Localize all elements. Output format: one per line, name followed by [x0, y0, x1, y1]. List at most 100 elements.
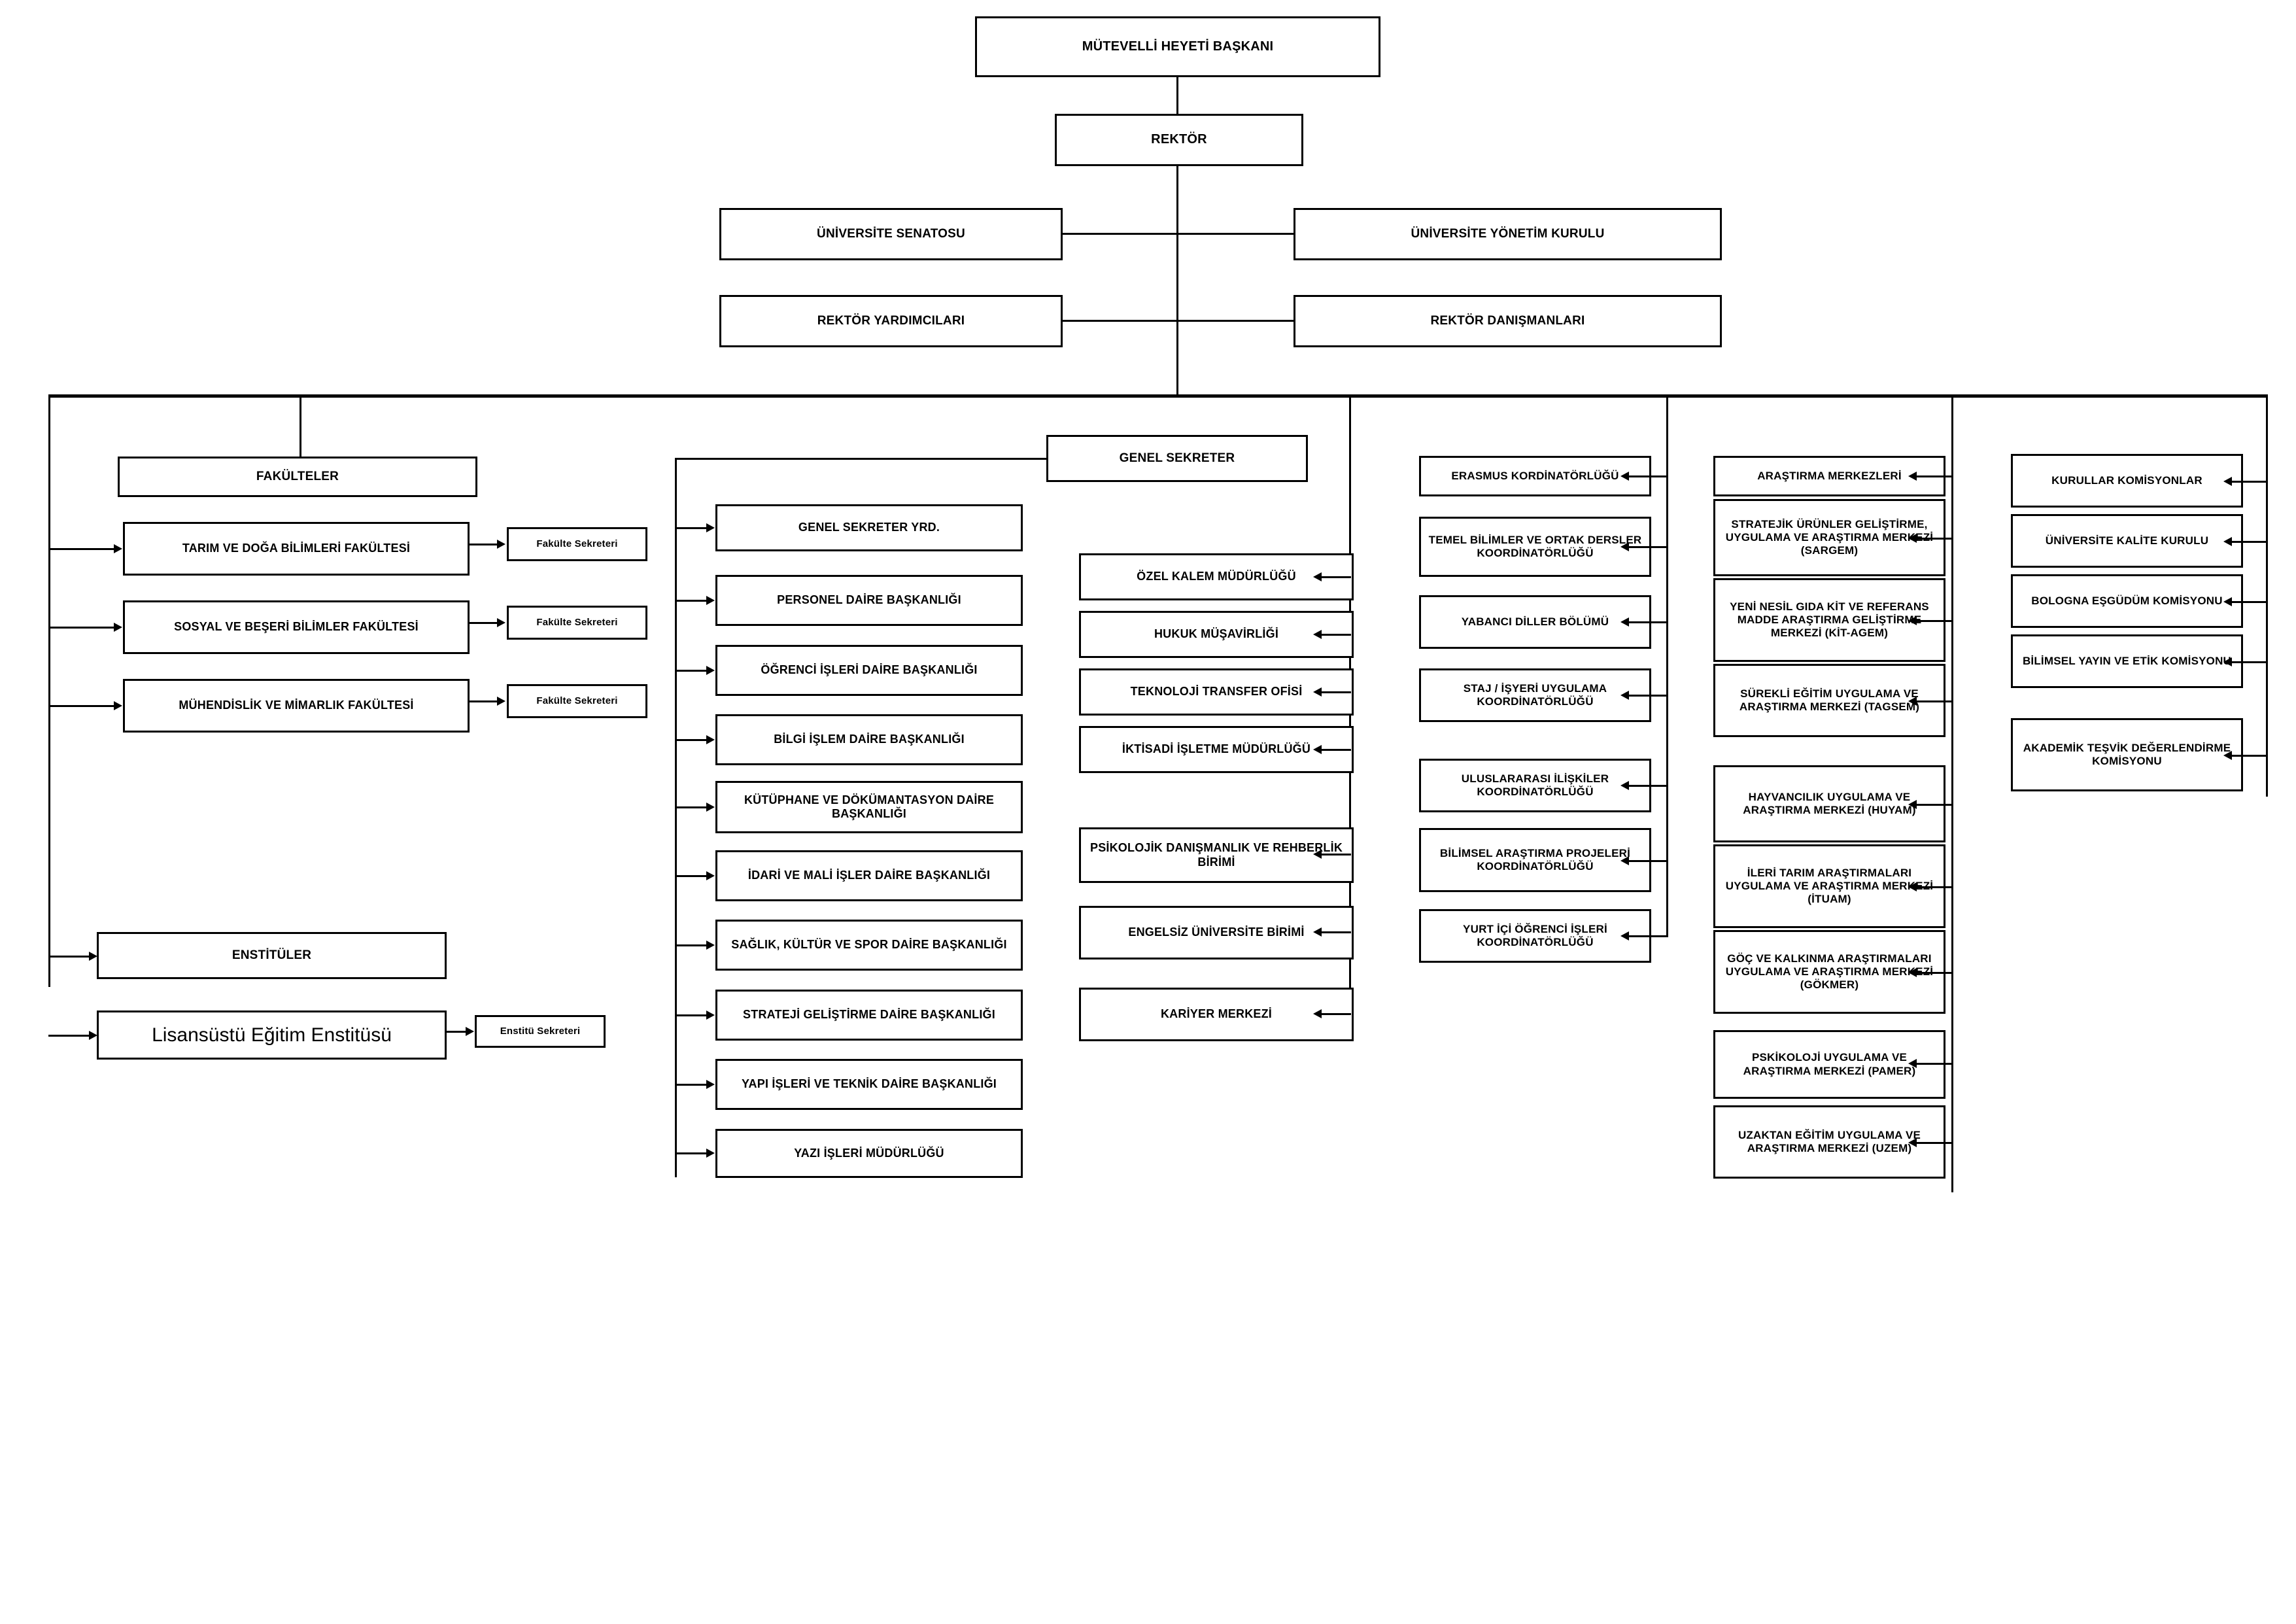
- node-coordination-6[interactable]: YURT İÇİ ÖĞRENCİ İŞLERİ KOORDİNATÖRLÜĞÜ: [1419, 909, 1651, 963]
- node-rector-unit-6[interactable]: KARİYER MERKEZİ: [1079, 988, 1354, 1041]
- node-rector-unit-1[interactable]: HUKUK MÜŞAVİRLİĞİ: [1079, 611, 1354, 658]
- node-label: STRATEJİ GELİŞTİRME DAİRE BAŞKANLIĞI: [743, 1008, 995, 1022]
- arrow-icon: [497, 540, 505, 549]
- node-gensec-item-3[interactable]: BİLGİ İŞLEM DAİRE BAŞKANLIĞI: [715, 714, 1023, 765]
- arrow-icon: [706, 1080, 715, 1089]
- node-faculty-2[interactable]: MÜHENDİSLİK VE MİMARLIK FAKÜLTESİ: [123, 679, 470, 733]
- arrow-icon: [706, 941, 715, 950]
- node-gensec-item-9[interactable]: YAZI İŞLERİ MÜDÜRLÜĞÜ: [715, 1129, 1023, 1178]
- node-research-1[interactable]: YENİ NESİL GIDA KİT VE REFERANS MADDE AR…: [1713, 578, 1945, 662]
- arrow-icon: [1908, 800, 1917, 809]
- node-institutes-header[interactable]: ENSTİTÜLER: [97, 932, 447, 979]
- node-rector[interactable]: REKTÖR: [1055, 114, 1303, 166]
- arrow-icon: [1908, 534, 1917, 543]
- arrow-icon: [706, 871, 715, 880]
- node-rector-unit-5[interactable]: ENGELSİZ ÜNİVERSİTE BİRİMİ: [1079, 906, 1354, 959]
- node-label: Fakülte Sekreteri: [536, 617, 618, 629]
- node-label: ÜNİVERSİTE KALİTE KURULU: [2045, 534, 2209, 547]
- connector-rector-unit-1: [1320, 634, 1351, 636]
- node-label: Enstitü Sekreteri: [500, 1026, 581, 1037]
- connector-gensec-0: [675, 527, 708, 529]
- node-label: MÜTEVELLİ HEYETİ BAŞKANI: [1082, 39, 1274, 54]
- node-coordination-1[interactable]: TEMEL BİLİMLER VE ORTAK DERSLER KOORDİNA…: [1419, 517, 1651, 577]
- node-gensec-item-5[interactable]: İDARİ VE MALİ İŞLER DAİRE BAŞKANLIĞI: [715, 850, 1023, 901]
- node-label: KARİYER MERKEZİ: [1160, 1007, 1272, 1021]
- connector-rector-unit-3: [1320, 749, 1351, 751]
- node-gensec-item-1[interactable]: PERSONEL DAİRE BAŞKANLIĞI: [715, 575, 1023, 626]
- node-gensec-item-7[interactable]: STRATEJİ GELİŞTİRME DAİRE BAŞKANLIĞI: [715, 990, 1023, 1041]
- arrow-icon: [114, 701, 122, 710]
- connector-research-6: [1916, 1063, 1953, 1065]
- node-faculties-header[interactable]: FAKÜLTELER: [118, 457, 477, 497]
- node-gensec-item-6[interactable]: SAĞLIK, KÜLTÜR VE SPOR DAİRE BAŞKANLIĞI: [715, 920, 1023, 971]
- node-senate[interactable]: ÜNİVERSİTE SENATOSU: [719, 208, 1063, 260]
- arrow-icon: [1620, 931, 1629, 941]
- research-right-rail: [1951, 394, 1953, 1192]
- node-vice-rectors[interactable]: REKTÖR YARDIMCILARI: [719, 295, 1063, 347]
- connector-board-1: [2231, 601, 2268, 603]
- connector-gensec-2: [675, 670, 708, 672]
- node-faculty-0[interactable]: TARIM VE DOĞA BİLİMLERİ FAKÜLTESİ: [123, 522, 470, 576]
- node-institute-0-secretary[interactable]: Enstitü Sekreteri: [475, 1015, 606, 1048]
- node-research-6[interactable]: PSKİKOLOJİ UYGULAMA VE ARAŞTIRMA MERKEZİ…: [1713, 1030, 1945, 1099]
- connector-research-header: [1916, 475, 1953, 477]
- node-faculty-0-secretary[interactable]: Fakülte Sekreteri: [507, 527, 647, 561]
- connector-coordination-3: [1628, 695, 1668, 697]
- node-faculty-1-secretary[interactable]: Fakülte Sekreteri: [507, 606, 647, 640]
- node-research-2[interactable]: SÜREKLİ EĞİTİM UYGULAMA VE ARAŞTIRMA MER…: [1713, 664, 1945, 737]
- node-research-7[interactable]: UZAKTAN EĞİTİM UYGULAMA VE ARAŞTIRMA MER…: [1713, 1105, 1945, 1179]
- arrow-icon: [1908, 968, 1917, 977]
- node-rector-unit-0[interactable]: ÖZEL KALEM MÜDÜRLÜĞÜ: [1079, 553, 1354, 600]
- node-label: SÜREKLİ EĞİTİM UYGULAMA VE ARAŞTIRMA MER…: [1739, 687, 1920, 713]
- connector-gensec-1: [675, 600, 708, 602]
- node-label: REKTÖR DANIŞMANLARI: [1430, 313, 1585, 328]
- arrow-icon: [497, 618, 505, 627]
- node-coordination-5[interactable]: BİLİMSEL ARAŞTIRMA PROJELERİ KOORDİNATÖR…: [1419, 828, 1651, 892]
- node-research-5[interactable]: GÖÇ VE KALKINMA ARAŞTIRMALARI UYGULAMA V…: [1713, 930, 1945, 1014]
- node-research-3[interactable]: HAYVANCILIK UYGULAMA VE ARAŞTIRMA MERKEZ…: [1713, 765, 1945, 842]
- node-rector-unit-2[interactable]: TEKNOLOJİ TRANSFER OFİSİ: [1079, 668, 1354, 716]
- node-coordination-2[interactable]: YABANCI DİLLER BÖLÜMÜ: [1419, 595, 1651, 649]
- node-rector-unit-4[interactable]: PSİKOLOJİK DANIŞMANLIK VE REHBERLİK BİRİ…: [1079, 827, 1354, 883]
- arrow-icon: [706, 596, 715, 605]
- connector-faculty-1-sec: [470, 622, 498, 624]
- node-rector-advisors[interactable]: REKTÖR DANIŞMANLARI: [1294, 295, 1722, 347]
- connector-faculty-2-sec: [470, 700, 498, 702]
- node-label: ENSTİTÜLER: [231, 948, 312, 962]
- node-board-chair[interactable]: MÜTEVELLİ HEYETİ BAŞKANI: [975, 16, 1380, 77]
- node-coordination-3[interactable]: STAJ / İŞYERİ UYGULAMA KOORDİNATÖRLÜĞÜ: [1419, 668, 1651, 722]
- node-gensec-item-2[interactable]: ÖĞRENCİ İŞLERİ DAİRE BAŞKANLIĞI: [715, 645, 1023, 696]
- connector-institute-0-sec: [447, 1031, 468, 1033]
- connector-rector-unit-0: [1320, 576, 1351, 578]
- node-rector-unit-3[interactable]: İKTİSADİ İŞLETME MÜDÜRLÜĞÜ: [1079, 726, 1354, 773]
- node-board-1[interactable]: BOLOGNA EŞGÜDÜM KOMİSYONU: [2011, 574, 2243, 628]
- node-board-0[interactable]: ÜNİVERSİTE KALİTE KURULU: [2011, 514, 2243, 568]
- node-gensec-item-8[interactable]: YAPI İŞLERİ VE TEKNİK DAİRE BAŞKANLIĞI: [715, 1059, 1023, 1110]
- node-institute-0[interactable]: Lisansüstü Eğitim Enstitüsü: [97, 1011, 447, 1060]
- arrow-icon: [1908, 1059, 1917, 1068]
- node-coordination-0[interactable]: ERASMUS KORDİNATÖRLÜĞÜ: [1419, 456, 1651, 496]
- node-label: YAZI İŞLERİ MÜDÜRLÜĞÜ: [794, 1146, 944, 1160]
- node-boards-header[interactable]: KURULLAR KOMİSYONLAR: [2011, 454, 2243, 508]
- node-faculty-2-secretary[interactable]: Fakülte Sekreteri: [507, 684, 647, 718]
- arrow-icon: [1908, 472, 1917, 481]
- node-research-header[interactable]: ARAŞTIRMA MERKEZLERİ: [1713, 456, 1945, 496]
- node-faculty-1[interactable]: SOSYAL VE BEŞERİ BİLİMLER FAKÜLTESİ: [123, 600, 470, 654]
- node-coordination-4[interactable]: ULUSLARARASI İLİŞKİLER KOORDİNATÖRLÜĞÜ: [1419, 759, 1651, 812]
- node-executive-board[interactable]: ÜNİVERSİTE YÖNETİM KURULU: [1294, 208, 1722, 260]
- node-board-3[interactable]: AKADEMİK TEŞVİK DEĞERLENDİRME KOMİSYONU: [2011, 718, 2243, 791]
- node-label: Fakülte Sekreteri: [536, 695, 618, 707]
- node-general-secretary[interactable]: GENEL SEKRETER: [1046, 435, 1308, 482]
- node-label: ÜNİVERSİTE SENATOSU: [817, 226, 965, 241]
- node-label: YENİ NESİL GIDA KİT VE REFERANS MADDE AR…: [1730, 600, 1929, 640]
- connector-senate-row: [1063, 233, 1294, 235]
- node-board-2[interactable]: BİLİMSEL YAYIN VE ETİK KOMİSYONU: [2011, 634, 2243, 688]
- connector-coordination-1: [1628, 546, 1668, 548]
- arrow-icon: [1620, 542, 1629, 551]
- connector-gensec-3: [675, 739, 708, 741]
- arrow-icon: [1908, 616, 1917, 625]
- node-gensec-item-4[interactable]: KÜTÜPHANE VE DÖKÜMANTASYON DAİRE BAŞKANL…: [715, 781, 1023, 833]
- node-label: BOLOGNA EŞGÜDÜM KOMİSYONU: [2031, 594, 2223, 607]
- node-research-0[interactable]: STRATEJİK ÜRÜNLER GELİŞTİRME, UYGULAMA V…: [1713, 499, 1945, 576]
- node-gensec-item-0[interactable]: GENEL SEKRETER YRD.: [715, 504, 1023, 551]
